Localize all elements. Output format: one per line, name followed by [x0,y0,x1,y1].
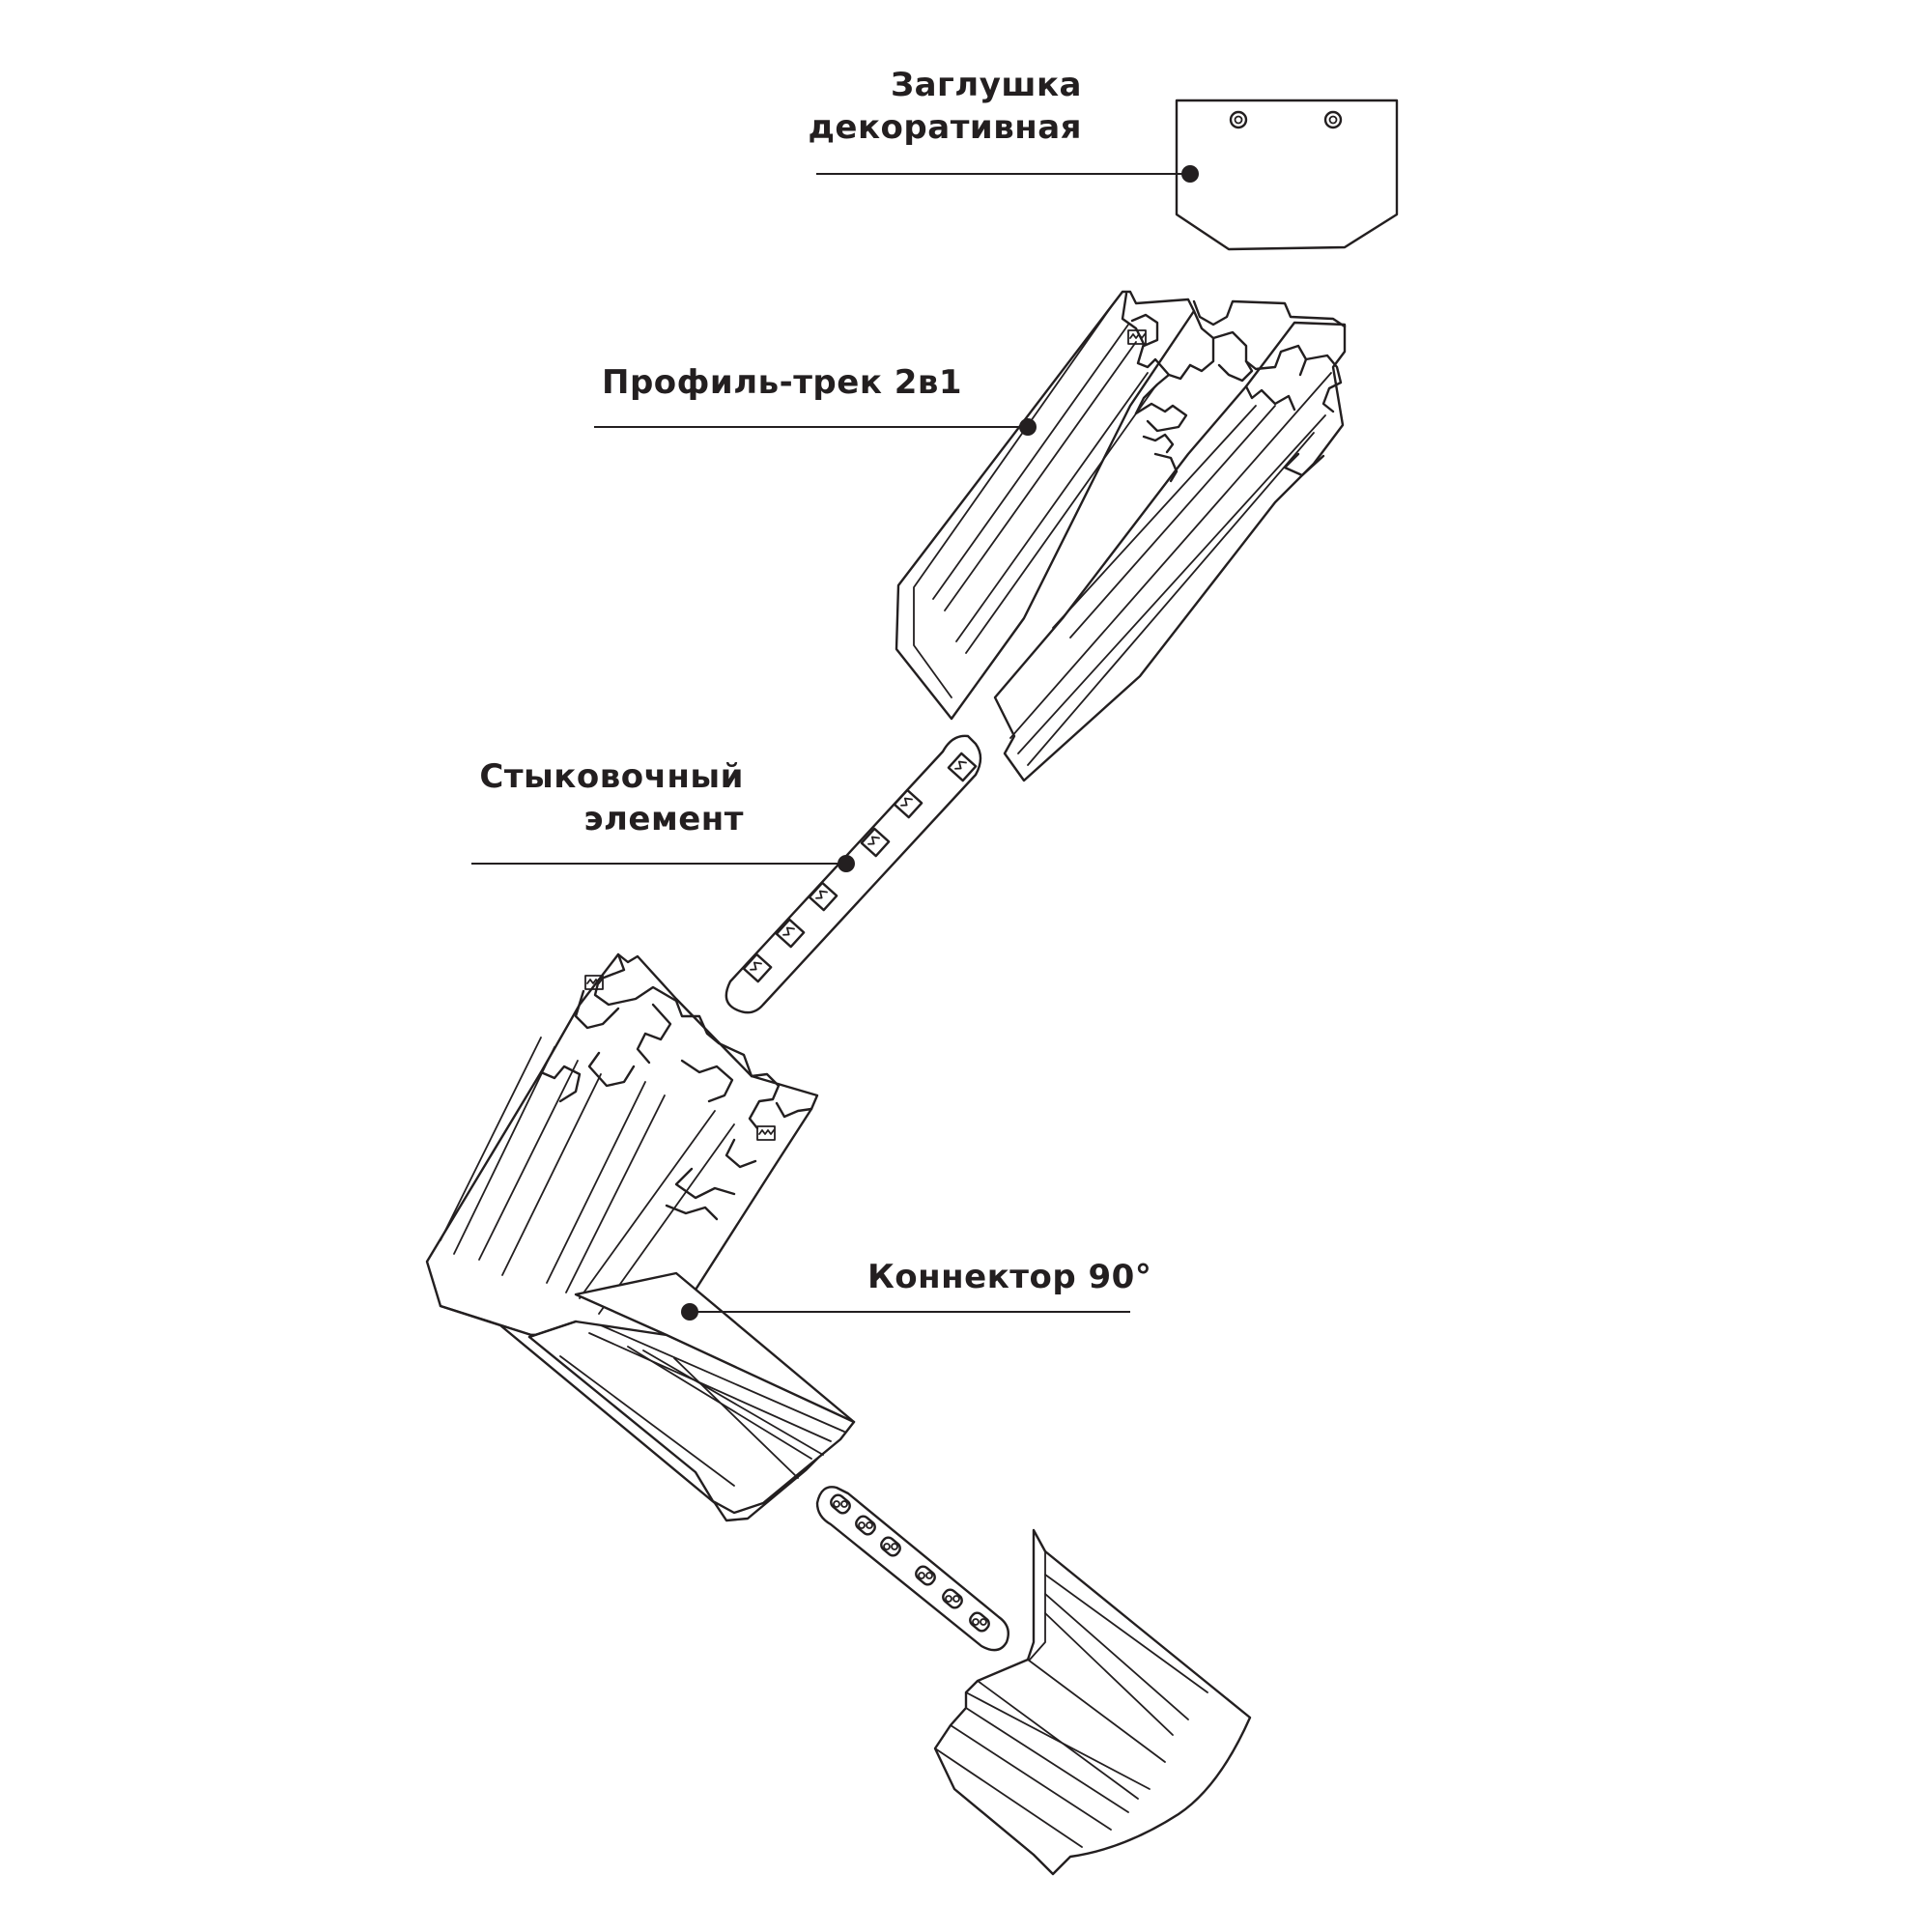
lower-joining-element-drawing [815,1486,1009,1652]
end-cap-label-line2: декоративная [808,108,1082,147]
joining-element-drawing [724,734,982,1014]
end-cap-label-line1: Заглушка [890,66,1082,104]
end-cap-drawing [1175,99,1399,251]
joining-element-label-line2: элемент [583,800,744,838]
profile-track-label: Профиль-трек 2в1 [602,363,963,402]
connector-90-leader [681,1303,1130,1321]
profile-track-leader [594,418,1037,436]
lower-profile-segment-drawing [933,1528,1252,1876]
joining-element-leader [471,855,855,872]
joining-element-contacts [742,752,978,983]
joining-element-label: Стыковочный элемент [386,755,744,840]
end-cap-label: Заглушка декоративная [734,64,1082,149]
joining-element-label-line1: Стыковочный [479,757,744,796]
end-cap-leader [816,165,1199,183]
profile-track-drawing [895,290,1347,782]
connector-90-label: Коннектор 90° [867,1258,1152,1296]
lower-joining-element-contacts [830,1493,990,1633]
connector-90-drawing [425,952,856,1522]
